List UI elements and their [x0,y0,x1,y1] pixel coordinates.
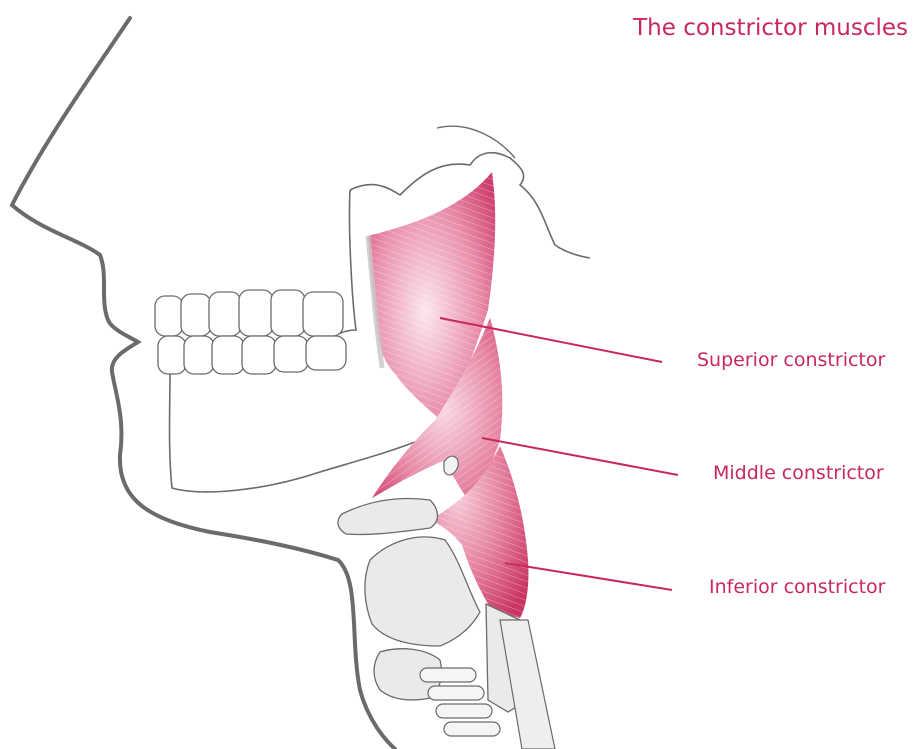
middle-constrictor-label: Middle constrictor [713,462,884,484]
superior-constrictor-label: Superior constrictor [697,349,885,371]
inferior-constrictor-label: Inferior constrictor [709,576,885,598]
teeth [155,290,346,374]
diagram-title: The constrictor muscles [633,15,908,41]
face-profile-outline [12,18,395,749]
